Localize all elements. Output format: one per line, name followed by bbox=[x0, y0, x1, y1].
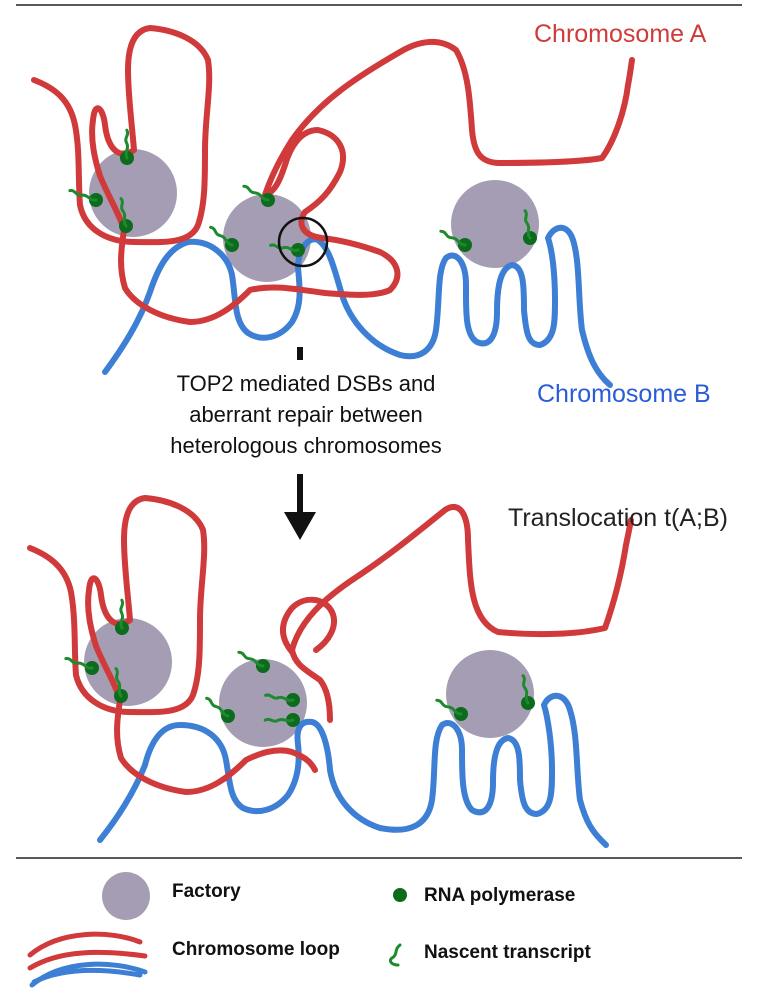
chromosome-b-label: Chromosome B bbox=[537, 380, 711, 408]
chromosome-a-bottom-loop bbox=[280, 596, 337, 655]
legend-chromosome-loop-label: Chromosome loop bbox=[172, 939, 340, 960]
chromosome-a-top bbox=[31, 25, 635, 325]
chromosome-a-label: Chromosome A bbox=[534, 20, 707, 48]
chromosome-a-bottom bbox=[27, 495, 634, 795]
process-step-label: TOP2 mediated DSBs and aberrant repair b… bbox=[146, 368, 466, 461]
break-site-circle-icon bbox=[277, 216, 329, 268]
factory-1-top bbox=[89, 149, 177, 237]
polymerase-group-bottom bbox=[64, 598, 538, 734]
down-arrow-icon bbox=[284, 347, 316, 540]
top-panel bbox=[31, 25, 635, 388]
legend-rna-polymerase-label: RNA polymerase bbox=[424, 885, 576, 906]
factory-1-bottom bbox=[84, 618, 172, 706]
legend bbox=[27, 872, 407, 988]
legend-nascent-transcript-label: Nascent transcript bbox=[424, 942, 591, 963]
polymerase-group-top bbox=[68, 128, 540, 263]
factory-2-bottom bbox=[219, 659, 307, 747]
chromosome-b-bottom bbox=[97, 692, 609, 848]
bottom-panel bbox=[27, 495, 634, 848]
nascent-transcript-squiggle-icon bbox=[388, 943, 402, 967]
rna-polymerase-dot-icon bbox=[393, 888, 407, 902]
legend-factory-label: Factory bbox=[172, 881, 241, 902]
translocation-label: Translocation t(A;B) bbox=[508, 504, 728, 532]
chromosome-loop-icon bbox=[27, 931, 148, 988]
factory-circle-icon bbox=[102, 872, 150, 920]
factory-3-top bbox=[451, 180, 539, 268]
factory-3-bottom bbox=[446, 650, 534, 738]
chromosome-b-top bbox=[102, 224, 613, 388]
